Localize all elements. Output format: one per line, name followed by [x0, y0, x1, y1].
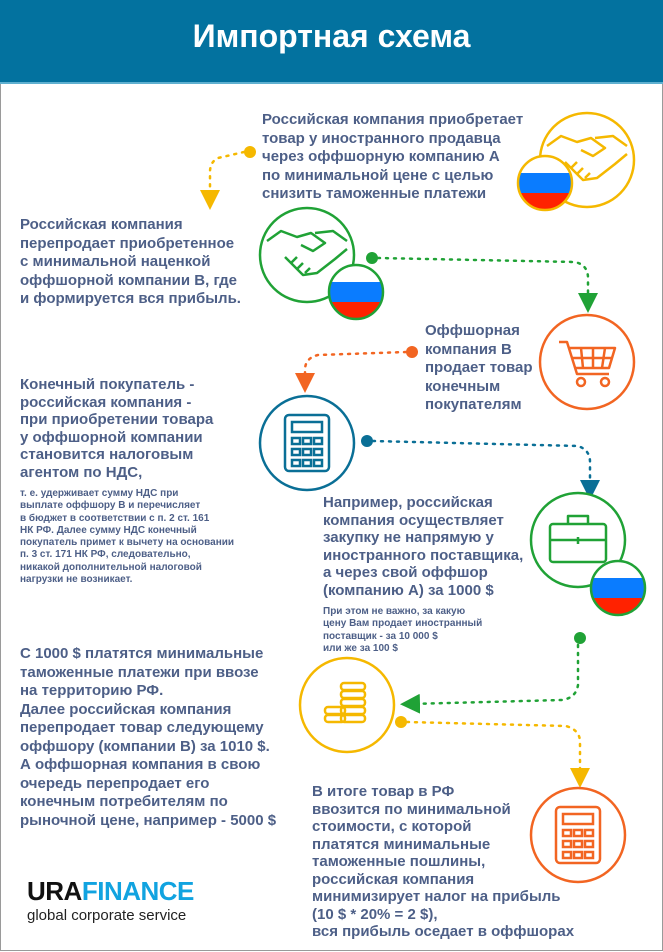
- step-4-text: Конечный покупатель - российская компани…: [20, 376, 214, 481]
- connector-1: [200, 150, 246, 210]
- step-6-text: С 1000 $ платятся минимальные таможенные…: [20, 645, 277, 829]
- header-bar: Импортная схема: [0, 0, 663, 84]
- coins-icon: [298, 656, 396, 754]
- brand-logo: URAFINANCE global corporate service: [27, 876, 194, 924]
- handshake-icon: [258, 206, 356, 304]
- logo-part-1: URA: [27, 876, 82, 906]
- russia-flag-icon: [589, 559, 647, 617]
- step-5-note: При этом не важно, за какую цену Вам про…: [323, 606, 483, 654]
- page-title: Импортная схема: [192, 18, 471, 54]
- russia-flag-icon: [516, 154, 574, 212]
- step-5-text: Например, российская компания осуществля…: [323, 494, 524, 599]
- connector-2: [376, 256, 598, 313]
- logo-part-2: FINANCE: [81, 876, 195, 906]
- connector-4: [371, 439, 600, 500]
- connector-dot: [361, 435, 373, 447]
- connector-dot: [244, 146, 256, 158]
- step-3-text: Оффшорная компания В продает товар конеч…: [425, 322, 533, 413]
- step-7-text: В итоге товар в РФ ввозится по минимальн…: [312, 783, 575, 940]
- briefcase-icon: [529, 491, 627, 589]
- connector-dot: [395, 716, 407, 728]
- connector-3: [295, 350, 408, 393]
- connector-6: [405, 720, 590, 788]
- connector-dot: [574, 632, 586, 644]
- calculator-icon: [529, 786, 627, 884]
- step-2-text: Российская компания перепродает приобрет…: [20, 216, 241, 307]
- connector-5: [400, 643, 580, 714]
- connector-dot: [406, 346, 418, 358]
- cart-icon: [538, 313, 636, 411]
- calculator-icon: [258, 394, 356, 492]
- logo-tagline: global corporate service: [27, 907, 187, 924]
- step-4-note: т. е. удерживает сумму НДС при выплате о…: [20, 488, 235, 586]
- russia-flag-icon: [327, 263, 385, 321]
- connector-dot: [366, 252, 378, 264]
- step-1-text: Российская компания приобретает товар у …: [262, 111, 524, 202]
